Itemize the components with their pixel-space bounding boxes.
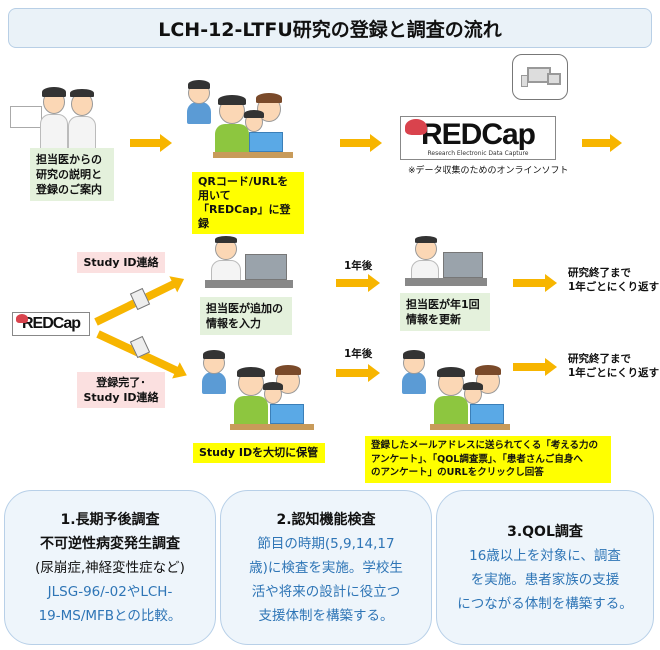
label-line: アンケート」、「QOL調査票」、「患者さんご自身へ — [371, 453, 583, 465]
redcap-logo-text: REDCap — [420, 117, 536, 151]
label-line: 登録のご案内 — [36, 183, 102, 196]
card-subheading: 不可逆性病変発生調査 — [40, 535, 180, 552]
label-line: 研究終了まで — [568, 267, 631, 279]
redcap-subtitle: Research Electronic Data Capture — [427, 149, 529, 157]
label-line: Study ID連絡 — [83, 391, 159, 404]
redcap-logo: REDCap Research Electronic Data Capture — [400, 116, 556, 160]
arrow-right — [340, 134, 382, 152]
one-year-later-bottom: 1年後 — [344, 348, 373, 360]
label-line: 1年ごとにくり返す — [568, 367, 660, 379]
arrow-right — [513, 358, 557, 376]
card-heading: 3.QOL調査 — [507, 523, 583, 540]
study-id-contact-label: Study ID連絡 — [77, 252, 165, 273]
card-qol-survey: 3.QOL調査 16歳以上を対象に、調査 を実施。患者家族の支援 につながる体制… — [436, 490, 654, 645]
registration-complete-label: 登録完了･ Study ID連絡 — [77, 372, 165, 408]
devices-speech-bubble — [512, 54, 568, 100]
label-line: 研究終了まで — [568, 353, 631, 365]
doctor-input-label: 担当医が追加の 情報を入力 — [200, 297, 292, 335]
doctor-computer-illustration — [405, 236, 487, 288]
card-body-line: 19-MS/MFBとの比較。 — [38, 607, 182, 624]
arrow-right — [336, 274, 380, 292]
id-card-icon — [10, 106, 42, 128]
family-illustration — [200, 350, 315, 432]
one-year-later-top: 1年後 — [344, 260, 373, 272]
step-register-redcap: QRコード/URLを用いて 「REDCap」に登録 — [192, 172, 304, 234]
label-line: 担当医からの — [36, 153, 102, 166]
label-line: 登録したメールアドレスに送られてくる「考える力の — [371, 440, 598, 451]
card-body-line: 節目の時期(5,9,14,17 — [257, 535, 395, 552]
card-note: (尿崩症,神経変性症など) — [35, 559, 185, 576]
family-illustration — [400, 350, 512, 432]
arrow-right — [582, 134, 622, 152]
doctor-computer-illustration — [205, 236, 293, 290]
label-line: QRコード/URLを用いて — [198, 175, 289, 202]
label-line: 情報を入力 — [206, 317, 261, 330]
survey-instructions-label: 登録したメールアドレスに送られてくる「考える力の アンケート」、「QOL調査票」… — [365, 436, 611, 483]
family-illustration — [185, 80, 295, 160]
doctors-illustration — [10, 84, 100, 150]
card-body-line: JLSG-96/-02やLCH- — [47, 583, 173, 600]
doctor-update-label: 担当医が年1回 情報を更新 — [400, 293, 490, 331]
card-heading: 1.長期予後調査 — [60, 511, 160, 528]
card-body-line: 16歳以上を対象に、調査 — [469, 547, 621, 564]
card-body-line: 活や将来の設計に役立つ — [251, 583, 401, 600]
card-body-line: 歳)に検査を実施。学校生 — [249, 559, 403, 576]
label-line: 「REDCap」に登録 — [198, 203, 291, 230]
label-line: 登録完了･ — [96, 376, 146, 389]
redcap-logo-text: REDCap — [21, 315, 81, 332]
redcap-logo-small: REDCap — [12, 312, 90, 336]
label-line: 研究の説明と — [36, 168, 102, 181]
page-title: LCH-12-LTFU研究の登録と調査の流れ — [8, 8, 652, 48]
card-body-line: 支援体制を構築する。 — [258, 607, 394, 624]
label-line: 情報を更新 — [406, 313, 461, 326]
card-long-term-prognosis: 1.長期予後調査 不可逆性病変発生調査 (尿崩症,神経変性症など) JLSG-9… — [4, 490, 216, 645]
repeat-until-end-bottom: 研究終了まで 1年ごとにくり返す — [568, 352, 659, 380]
card-body-line: につながる体制を構築する。 — [457, 595, 633, 612]
arrow-right — [513, 274, 557, 292]
step-doctor-explanation: 担当医からの 研究の説明と 登録のご案内 — [30, 148, 114, 201]
label-line: 担当医が追加の — [206, 302, 283, 315]
label-line: 担当医が年1回 — [406, 298, 480, 311]
redcap-note: ※データ収集のためのオンラインソフト — [408, 166, 569, 176]
keep-study-id-label: Study IDを大切に保管 — [193, 443, 325, 463]
repeat-until-end-top: 研究終了まで 1年ごとにくり返す — [568, 266, 659, 294]
arrow-right — [336, 364, 380, 382]
card-heading: 2.認知機能検査 — [276, 511, 376, 528]
card-cognitive-test: 2.認知機能検査 節目の時期(5,9,14,17 歳)に検査を実施。学校生 活や… — [220, 490, 432, 645]
card-body-line: を実施。患者家族の支援 — [470, 571, 620, 588]
label-line: のアンケート」のURLをクリックし回答 — [371, 467, 544, 478]
arrow-right — [130, 134, 172, 152]
label-line: 1年ごとにくり返す — [568, 281, 660, 293]
